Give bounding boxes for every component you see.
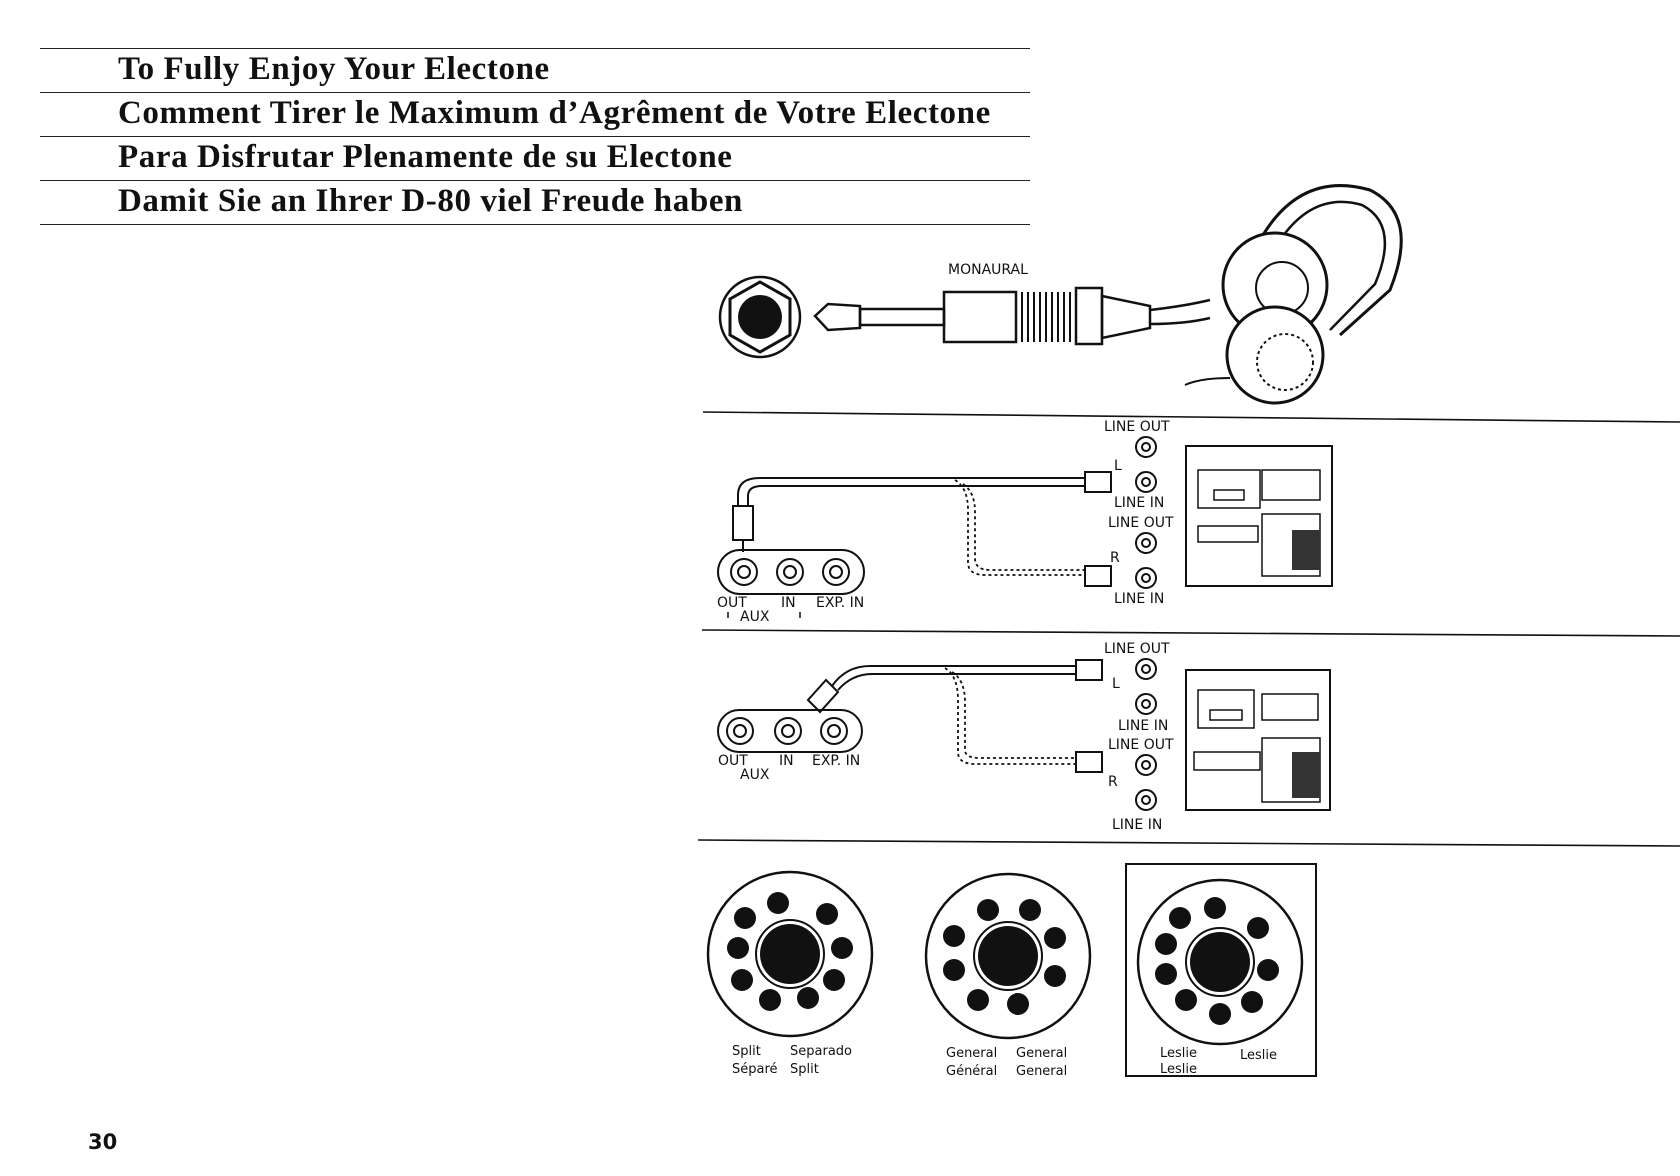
title-line-fr: Comment Tirer le Maximum d’Agrêment de V… xyxy=(40,92,1030,136)
jack-out-label: OUT xyxy=(718,753,748,769)
leslie-label-1a: Leslie xyxy=(1160,1046,1197,1061)
title-spanish: Para Disfrutar Plenamente de su Electone xyxy=(118,139,733,175)
aux-jack-panel-1 xyxy=(717,549,865,595)
leslie-label-2a: Leslie xyxy=(1160,1062,1197,1077)
jack-in-label: IN xyxy=(781,595,796,611)
title-line-en: To Fully Enjoy Your Electone xyxy=(40,48,1030,92)
rca-plug-r-icon xyxy=(1084,565,1112,587)
title-block: To Fully Enjoy Your Electone Comment Tir… xyxy=(40,48,1030,225)
general-label-2b: General xyxy=(1016,1064,1067,1079)
cassette-deck-icon xyxy=(1185,445,1333,587)
line-out-l-label: LINE OUT xyxy=(1104,419,1170,435)
line-in-l-label: LINE IN xyxy=(1114,495,1164,511)
headphones-icon xyxy=(1184,184,1403,405)
split-label-1b: Separado xyxy=(790,1044,852,1059)
jack-in-label: IN xyxy=(779,753,794,769)
cassette-deck-icon xyxy=(1185,669,1331,811)
panel-divider xyxy=(702,411,1680,423)
rca-plug-icon xyxy=(732,505,754,552)
rca-plug-icon xyxy=(806,678,840,714)
jack-exp-label: EXP. IN xyxy=(812,753,860,769)
phone-plug-icon xyxy=(813,286,1211,346)
line-out-r-label: LINE OUT xyxy=(1108,737,1174,753)
jack-exp-label: EXP. IN xyxy=(816,595,864,611)
aux-label: AUX xyxy=(740,767,770,783)
split-label-2b: Split xyxy=(790,1062,819,1077)
title-german: Damit Sie an Ihrer D-80 viel Freude habe… xyxy=(118,183,744,219)
monaural-label: MONAURAL xyxy=(948,262,1028,278)
general-label-1a: General xyxy=(946,1046,997,1061)
recorder-panel-2: OUT IN EXP. IN AUX LINE OUT L LINE IN LI… xyxy=(717,641,1331,833)
line-in-l-label: LINE IN xyxy=(1118,718,1168,734)
line-in-r-label: LINE IN xyxy=(1114,591,1164,607)
general-label-2a: Général xyxy=(946,1064,997,1079)
title-english: To Fully Enjoy Your Electone xyxy=(118,51,550,87)
line-out-l-label: LINE OUT xyxy=(1104,641,1170,657)
recorder-panel-1: OUT IN EXP. IN AUX LINE OUT L LINE IN LI… xyxy=(717,419,1333,625)
connector-general xyxy=(924,872,1092,1040)
panel-divider xyxy=(697,839,1680,847)
headphone-jack-icon xyxy=(718,275,802,359)
r-label: R xyxy=(1108,774,1118,790)
line-out-r-label: LINE OUT xyxy=(1108,515,1174,531)
l-label: L xyxy=(1114,458,1122,474)
leslie-label-1b: Leslie xyxy=(1240,1048,1277,1063)
r-label: R xyxy=(1110,550,1120,566)
connector-leslie xyxy=(1136,878,1304,1046)
aux-label: AUX xyxy=(740,609,770,625)
aux-jack-panel-2 xyxy=(717,709,863,753)
leslie-highlight-box xyxy=(1125,863,1317,1077)
deck-jacks-2 xyxy=(1135,658,1157,811)
jack-out-label: OUT xyxy=(717,595,747,611)
panel-divider xyxy=(701,629,1680,637)
general-label-1b: General xyxy=(1016,1046,1067,1061)
rca-plug-l-icon xyxy=(1084,471,1112,493)
page-number: 30 xyxy=(88,1130,118,1154)
title-line-es: Para Disfrutar Plenamente de su Electone xyxy=(40,136,1030,180)
line-in-r-label: LINE IN xyxy=(1112,817,1162,833)
title-line-de: Damit Sie an Ihrer D-80 viel Freude habe… xyxy=(40,180,1030,225)
rca-plug-l-icon xyxy=(1075,659,1103,681)
split-label-1a: Split xyxy=(732,1044,761,1059)
split-label-2a: Séparé xyxy=(732,1062,778,1077)
deck-jacks-1 xyxy=(1135,436,1157,589)
l-label: L xyxy=(1112,676,1120,692)
headphone-panel: MONAURAL xyxy=(718,184,1403,405)
connector-split xyxy=(706,870,874,1038)
rca-plug-r-icon xyxy=(1075,751,1103,773)
title-french: Comment Tirer le Maximum d’Agrêment de V… xyxy=(118,95,991,131)
